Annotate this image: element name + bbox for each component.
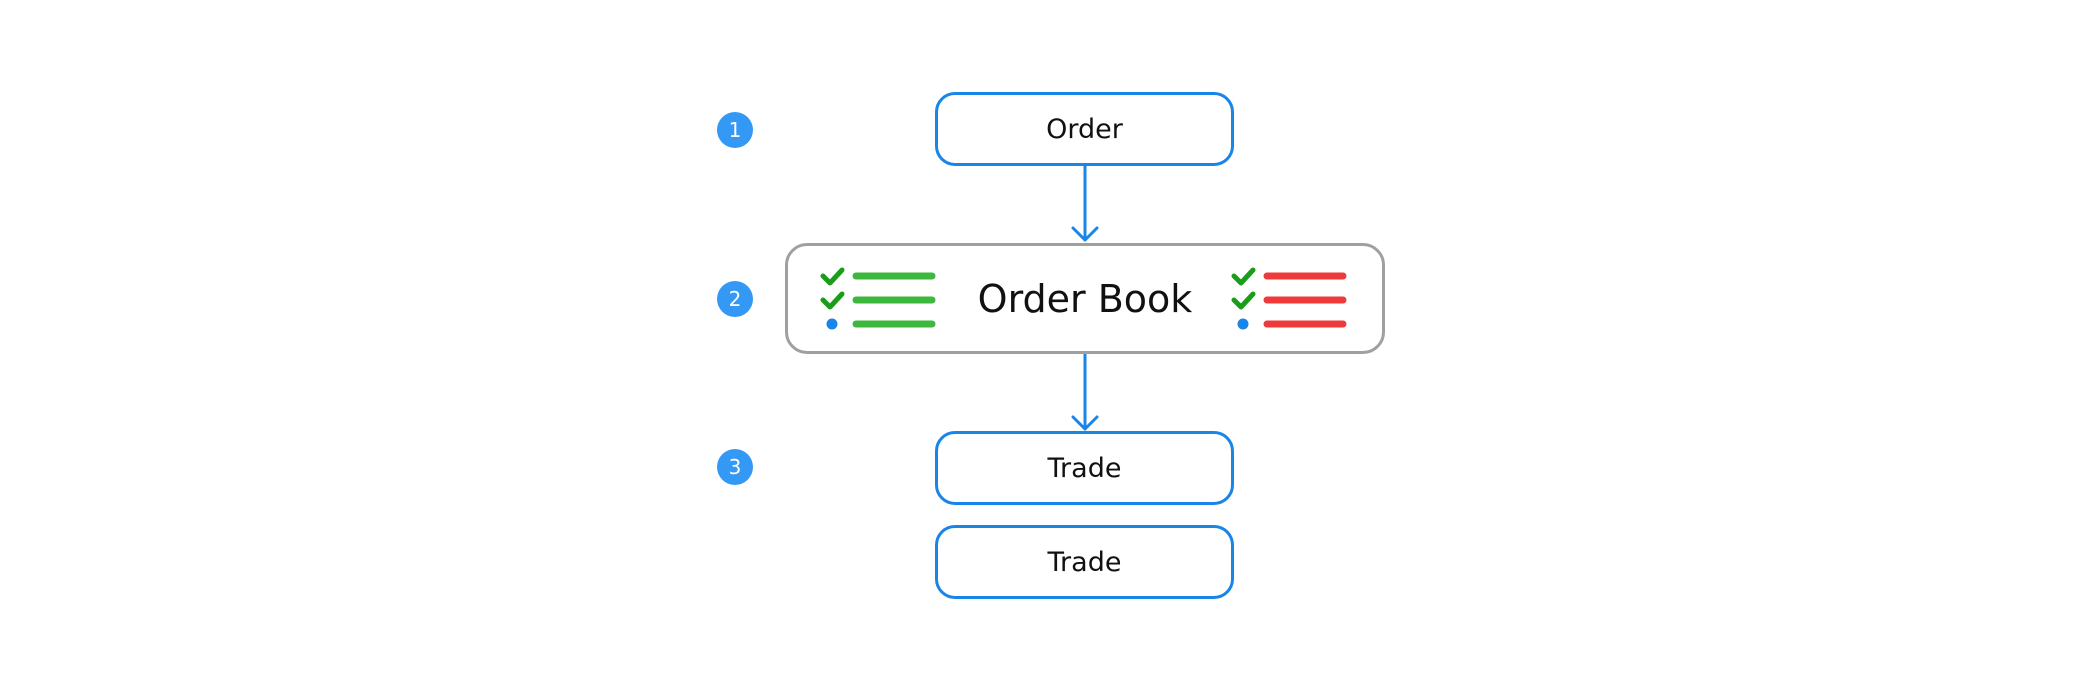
pending-dot-icon xyxy=(826,318,838,330)
pending-dot-icon xyxy=(1237,318,1249,330)
order-book-box: Order Book xyxy=(785,243,1385,354)
order-box: Order xyxy=(935,92,1234,166)
step-badge-label: 1 xyxy=(728,118,742,142)
order-book-title: Order Book xyxy=(977,276,1193,321)
buy-lines-icon xyxy=(852,272,936,328)
trade-box-label: Trade xyxy=(1047,546,1122,578)
trade-box-2: Trade xyxy=(935,525,1234,599)
step-badge-3: 3 xyxy=(717,449,753,485)
check-icon xyxy=(820,267,845,310)
step-badge-2: 2 xyxy=(717,281,753,317)
checklist-icon xyxy=(820,267,936,330)
trade-box-label: Trade xyxy=(1047,452,1122,484)
step-badge-label: 3 xyxy=(728,455,742,479)
arrow-order-to-orderbook xyxy=(1071,163,1099,242)
check-icon xyxy=(1231,267,1256,310)
checklist-icon xyxy=(1231,267,1347,330)
trade-box-1: Trade xyxy=(935,431,1234,505)
step-badge-1: 1 xyxy=(717,112,753,148)
step-badge-label: 2 xyxy=(728,287,742,311)
order-box-label: Order xyxy=(1046,113,1123,145)
sell-lines-icon xyxy=(1263,272,1347,328)
arrow-orderbook-to-trade xyxy=(1071,352,1099,431)
